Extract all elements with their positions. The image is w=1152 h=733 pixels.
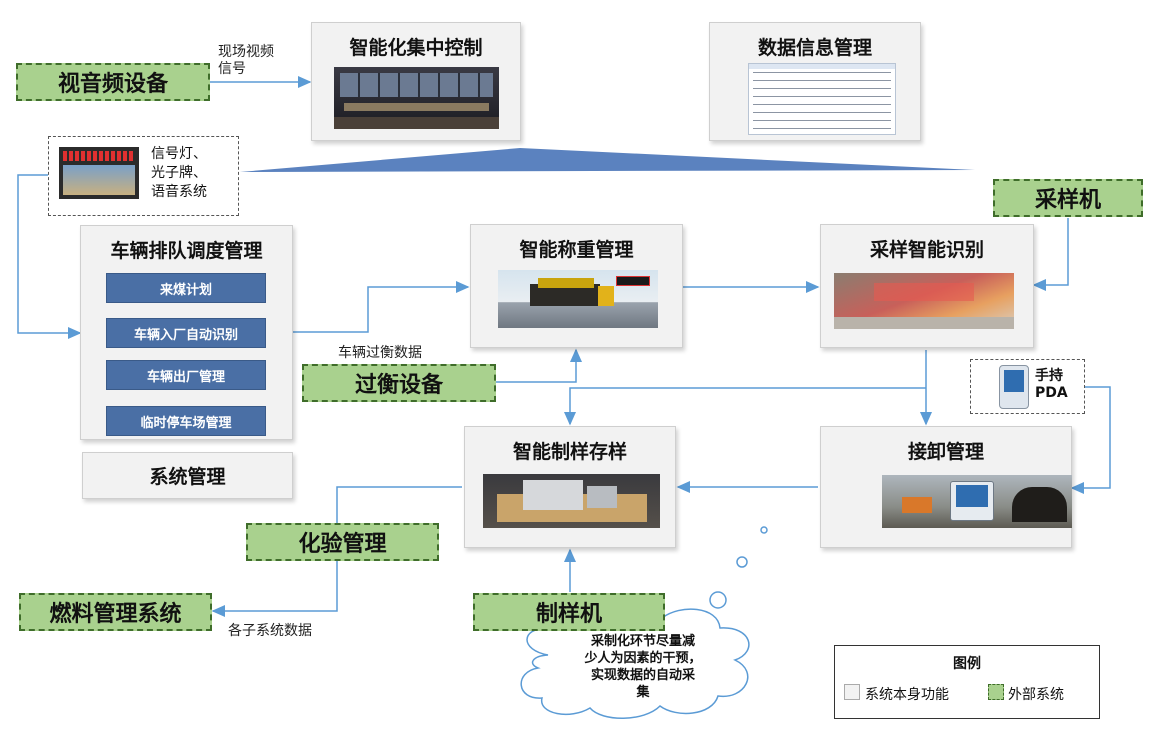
signal-line3: 语音系统 bbox=[151, 184, 207, 200]
unloading-title: 接卸管理 bbox=[907, 441, 984, 463]
sample-facility-render bbox=[483, 474, 660, 528]
weighing-box: 智能称重管理 bbox=[470, 224, 683, 348]
video-device-label: 视音频设备 bbox=[57, 72, 168, 97]
truck-scale-photo bbox=[498, 270, 658, 328]
cloud-line3: 实现数据的自动采 bbox=[590, 668, 695, 683]
vehicle-queue-box: 车辆排队调度管理 来煤计划 车辆入厂自动识别 车辆出厂管理 临时停车场管理 bbox=[80, 225, 293, 440]
edge-sampling-to-storage bbox=[564, 387, 926, 426]
external-fuel-system: 燃料管理系统 bbox=[19, 593, 212, 631]
pda-device-icon bbox=[999, 365, 1029, 409]
signal-line1: 信号灯、 bbox=[151, 146, 207, 162]
external-scale-device: 过衡设备 bbox=[302, 364, 496, 402]
legend-external-label: 外部系统 bbox=[1008, 687, 1064, 703]
external-sampler: 采样机 bbox=[993, 179, 1143, 217]
led-sign-image bbox=[59, 147, 139, 199]
edge-lab-to-fuel bbox=[211, 561, 338, 617]
queue-item-entry-recognition: 车辆入厂自动识别 bbox=[106, 318, 266, 348]
subsystem-data-label: 各子系统数据 bbox=[228, 623, 312, 639]
unloading-box: 接卸管理 bbox=[820, 426, 1072, 548]
queue-item-exit-management: 车辆出厂管理 bbox=[106, 360, 266, 390]
system-management-label: 系统管理 bbox=[149, 466, 226, 488]
weighing-data-label: 车辆过衡数据 bbox=[338, 345, 422, 361]
data-info-title: 数据信息管理 bbox=[757, 37, 872, 59]
central-control-title: 智能化集中控制 bbox=[349, 37, 483, 59]
control-room-photo bbox=[334, 67, 499, 129]
queue-item-coal-plan: 来煤计划 bbox=[106, 273, 266, 303]
weighing-title: 智能称重管理 bbox=[519, 239, 634, 261]
external-video-device: 视音频设备 bbox=[16, 63, 210, 101]
pda-line1: 手持 bbox=[1035, 368, 1063, 384]
signal-line2: 光子牌、 bbox=[151, 165, 207, 181]
sample-machine-label: 制样机 bbox=[535, 602, 602, 627]
sampling-scan-photo bbox=[834, 273, 1014, 329]
central-control-box: 智能化集中控制 bbox=[311, 22, 521, 141]
unloading-photo bbox=[882, 475, 1072, 528]
legend-own-swatch bbox=[844, 684, 860, 700]
data-info-box: 数据信息管理 bbox=[709, 22, 921, 141]
edge-scale-to-weighing bbox=[496, 348, 582, 383]
video-signal-line2: 信号 bbox=[218, 61, 246, 77]
lab-management-label: 化验管理 bbox=[298, 532, 387, 557]
pda-text: 手持 PDA bbox=[1035, 368, 1068, 402]
handheld-pda-box: 手持 PDA bbox=[970, 359, 1085, 414]
signal-equipment-text: 信号灯、 光子牌、 语音系统 bbox=[151, 145, 207, 202]
pda-line2: PDA bbox=[1035, 385, 1068, 401]
sample-storage-title: 智能制样存样 bbox=[512, 441, 627, 463]
thought-bubble-large bbox=[709, 591, 727, 609]
legend-box: 图例 系统本身功能 外部系统 bbox=[834, 645, 1100, 719]
edge-entry-to-weighing bbox=[268, 281, 470, 333]
cloud-line4: 集 bbox=[636, 685, 650, 700]
sampling-id-box: 采样智能识别 bbox=[820, 224, 1034, 348]
edge-sampler-to-sampling bbox=[1032, 218, 1069, 291]
vehicle-queue-title: 车辆排队调度管理 bbox=[110, 240, 263, 262]
edge-storage-to-lab bbox=[336, 486, 462, 524]
sampling-id-title: 采样智能识别 bbox=[869, 239, 984, 261]
cloud-line1: 采制化环节尽量减 bbox=[590, 634, 695, 649]
video-signal-line1: 现场视频 bbox=[218, 44, 274, 60]
cloud-text: 采制化环节尽量减 少人为因素的干预， 实现数据的自动采 集 bbox=[548, 633, 738, 701]
legend-title: 图例 bbox=[953, 656, 981, 672]
fuel-system-label: 燃料管理系统 bbox=[49, 602, 182, 627]
cloud-line2: 少人为因素的干预， bbox=[584, 651, 702, 666]
legend-own-label: 系统本身功能 bbox=[865, 687, 949, 703]
system-management-box: 系统管理 bbox=[82, 452, 293, 499]
external-lab-management: 化验管理 bbox=[246, 523, 439, 561]
sampler-label: 采样机 bbox=[1034, 188, 1101, 213]
thought-bubble-small bbox=[760, 526, 768, 534]
scale-device-label: 过衡设备 bbox=[354, 373, 443, 398]
data-table-thumbnail bbox=[748, 63, 896, 135]
edge-pda-to-unloading bbox=[1070, 386, 1111, 494]
external-sample-machine: 制样机 bbox=[473, 593, 665, 631]
video-signal-label: 现场视频 信号 bbox=[218, 44, 308, 78]
legend-external-swatch bbox=[988, 684, 1004, 700]
hub-triangle bbox=[240, 148, 975, 172]
signal-equipment-box: 信号灯、 光子牌、 语音系统 bbox=[48, 136, 239, 216]
edge-signal-to-queue bbox=[17, 174, 82, 339]
queue-item-temp-parking: 临时停车场管理 bbox=[106, 406, 266, 436]
thought-bubble-mid bbox=[736, 556, 748, 568]
sample-storage-box: 智能制样存样 bbox=[464, 426, 676, 548]
